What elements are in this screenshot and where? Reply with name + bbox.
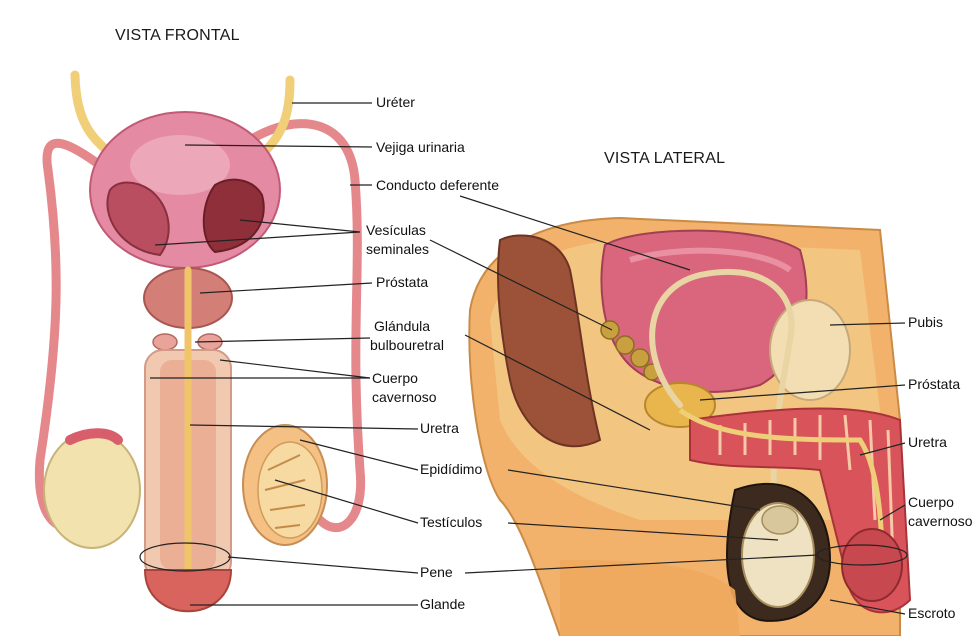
lateral-label-pubis: Pubis bbox=[908, 314, 943, 331]
frontal-view-title: VISTA FRONTAL bbox=[115, 27, 240, 45]
frontal-view-illustration bbox=[39, 75, 360, 611]
lateral-view-illustration bbox=[469, 218, 910, 636]
label-testiculos: Testículos bbox=[420, 514, 482, 531]
label-vesiculas-line2: seminales bbox=[366, 241, 429, 258]
lateral-label-cuerpo-line2: cavernoso bbox=[908, 513, 973, 530]
label-vesiculas-line1: Vesículas bbox=[366, 222, 426, 239]
label-prostata: Próstata bbox=[376, 274, 428, 291]
lateral-label-cuerpo-line1: Cuerpo bbox=[908, 494, 954, 511]
lateral-view-title: VISTA LATERAL bbox=[604, 150, 725, 168]
label-epididimo: Epidídimo bbox=[420, 461, 482, 478]
lateral-label-uretra: Uretra bbox=[908, 434, 947, 451]
label-pene: Pene bbox=[420, 564, 453, 581]
label-glandula-line1: Glándula bbox=[374, 318, 430, 335]
lateral-label-escroto: Escroto bbox=[908, 605, 955, 622]
lateral-label-prostata: Próstata bbox=[908, 376, 960, 393]
label-glande: Glande bbox=[420, 596, 465, 613]
label-cuerpo-line1: Cuerpo bbox=[372, 370, 418, 387]
label-cuerpo-line2: cavernoso bbox=[372, 389, 437, 406]
label-uretra: Uretra bbox=[420, 420, 459, 437]
label-conducto-deferente: Conducto deferente bbox=[376, 177, 499, 194]
label-vejiga: Vejiga urinaria bbox=[376, 139, 465, 156]
label-glandula-line2: bulbouretral bbox=[370, 337, 444, 354]
label-ureter: Uréter bbox=[376, 94, 415, 111]
